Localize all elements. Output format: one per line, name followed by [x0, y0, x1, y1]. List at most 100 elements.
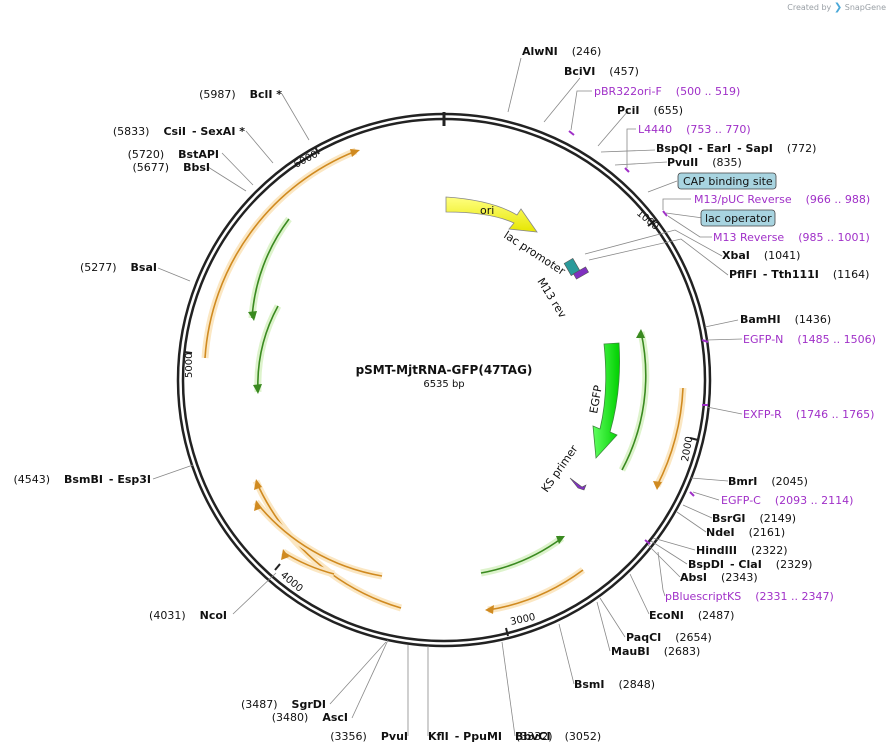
lac-operator-label: lac operator: [705, 212, 772, 225]
enzyme-site-bspqi[interactable]: BspQI- EarI- SapI(772): [656, 142, 816, 155]
svg-text:(4031)NcoI: (4031)NcoI: [149, 609, 227, 622]
svg-text:(5720)BstAPI: (5720)BstAPI: [128, 148, 219, 161]
feature-egfp[interactable]: EGFP: [587, 342, 620, 459]
svg-text:L4440(753 .. 770): L4440(753 .. 770): [638, 123, 751, 136]
ruler-tick-2000: 2000: [680, 436, 699, 463]
primer-marks: [568, 130, 709, 545]
primer-l4440[interactable]: L4440(753 .. 770): [638, 123, 751, 136]
enzyme-site-bcivi[interactable]: BciVI(457): [564, 65, 639, 78]
enzyme-site-absi[interactable]: AbsI(2343): [680, 571, 758, 584]
egfp-label: EGFP: [587, 384, 605, 415]
svg-text:NdeI(2161): NdeI(2161): [706, 526, 785, 539]
primer-pbr322ori-f[interactable]: pBR322ori-F(500 .. 519): [594, 85, 740, 98]
orf-arrow-icon: [248, 311, 257, 321]
svg-text:PvuII(835): PvuII(835): [667, 156, 742, 169]
enzyme-site-bmri[interactable]: BmrI(2045): [728, 475, 808, 488]
orf-arcs: [201, 147, 687, 614]
enzyme-site-bsmi[interactable]: BsmI(2848): [574, 678, 655, 691]
ruler-tick-3000: 3000: [505, 612, 537, 637]
feature-ks-primer[interactable]: KS primer: [539, 442, 587, 495]
enzyme-labels: AlwNI(246) BciVI(457) PciI(655) BspQI- E…: [13, 45, 869, 743]
enzyme-site-kfli[interactable]: KflI- PpuMI(3332): [428, 730, 553, 743]
svg-text:M13 Reverse(985 .. 1001): M13 Reverse(985 .. 1001): [713, 231, 870, 244]
orf-arrow-icon: [485, 605, 494, 614]
primer-m13-reverse[interactable]: M13 Reverse(985 .. 1001): [713, 231, 870, 244]
enzyme-site-pcii[interactable]: PciI(655): [617, 104, 683, 117]
lac-promoter-label: lac promoter: [501, 229, 568, 278]
plasmid-size: 6535 bp: [423, 379, 464, 390]
ruler-tick-6000: 6000: [292, 146, 320, 171]
orf-arrow-icon: [281, 549, 289, 560]
enzyme-site-bspdi[interactable]: BspDI- ClaI(2329): [688, 558, 812, 571]
feature-ori[interactable]: ori: [445, 196, 538, 233]
enzyme-site-ncoi[interactable]: (4031)NcoI: [149, 609, 227, 622]
enzyme-site-bamhi[interactable]: BamHI(1436): [740, 313, 831, 326]
orf-arrow-icon: [636, 329, 645, 338]
orf-arrow-icon: [254, 500, 262, 511]
svg-text:2000: 2000: [680, 436, 695, 463]
enzyme-site-pflfi[interactable]: PflFI- Tth111I(1164): [729, 268, 869, 281]
svg-text:BspQI- EarI- SapI(772): BspQI- EarI- SapI(772): [656, 142, 816, 155]
svg-text:BspDI- ClaI(2329): BspDI- ClaI(2329): [688, 558, 812, 571]
svg-text:(5833)CsiI- SexAI *: (5833)CsiI- SexAI *: [113, 125, 245, 138]
svg-text:PaqCI(2654): PaqCI(2654): [626, 631, 712, 644]
enzyme-site-sgrdi[interactable]: (3487)SgrDI: [241, 698, 326, 711]
ruler-tick-5000: 5000: [183, 351, 195, 378]
enzyme-site-bstapi[interactable]: (5720)BstAPI: [128, 148, 219, 161]
enzyme-site-bbsi[interactable]: (5677)BbsI: [133, 161, 210, 174]
enzyme-site-ndei[interactable]: NdeI(2161): [706, 526, 785, 539]
primer-egfp-c[interactable]: EGFP-C(2093 .. 2114): [721, 494, 853, 507]
svg-text:(5677)BbsI: (5677)BbsI: [133, 161, 210, 174]
m13-rev-label: M13 rev: [534, 276, 569, 321]
app-name: SnapGene: [844, 3, 886, 12]
enzyme-site-econi[interactable]: EcoNI(2487): [649, 609, 734, 622]
cap-binding-site-label: CAP binding site: [683, 175, 773, 188]
svg-text:BsmI(2848): BsmI(2848): [574, 678, 655, 691]
connector-lines: [152, 57, 743, 737]
enzyme-site-bcli[interactable]: (5987)BclI *: [199, 88, 282, 101]
feature-cap-binding-site[interactable]: CAP binding site: [677, 172, 777, 190]
orf-arrow-icon: [556, 536, 565, 544]
snapgene-branding: Created by ❯ SnapGene: [787, 2, 886, 13]
svg-text:XbaI(1041): XbaI(1041): [722, 249, 800, 262]
enzyme-site-maubi[interactable]: MauBI(2683): [611, 645, 700, 658]
orf-arrow-icon: [350, 149, 360, 157]
created-by-text: Created by: [787, 3, 832, 12]
feature-lac-operator[interactable]: lac operator: [700, 209, 776, 227]
svg-text:AlwNI(246): AlwNI(246): [522, 45, 601, 58]
svg-text:KflI- PpuMI(3332): KflI- PpuMI(3332): [428, 730, 553, 743]
primer-pbluescriptks[interactable]: pBluescriptKS(2331 .. 2347): [665, 590, 834, 603]
enzyme-site-hindiii[interactable]: HindIII(2322): [696, 544, 788, 557]
enzyme-site-bsai[interactable]: (5277)BsaI: [80, 261, 157, 274]
svg-text:EXFP-R(1746 .. 1765): EXFP-R(1746 .. 1765): [743, 408, 874, 421]
svg-text:MauBI(2683): MauBI(2683): [611, 645, 700, 658]
svg-text:1000: 1000: [634, 208, 661, 233]
enzyme-site-paqci[interactable]: PaqCI(2654): [626, 631, 712, 644]
enzyme-site-bsmbi[interactable]: (4543)BsmBI- Esp3I: [13, 473, 151, 486]
svg-text:(5277)BsaI: (5277)BsaI: [80, 261, 157, 274]
primer-egfp-n[interactable]: EGFP-N(1485 .. 1506): [743, 333, 876, 346]
enzyme-site-alwni[interactable]: AlwNI(246): [522, 45, 601, 58]
orf-arrow-icon: [653, 481, 662, 490]
feature-lac-promoter[interactable]: lac promoter: [501, 229, 581, 278]
svg-text:HindIII(2322): HindIII(2322): [696, 544, 788, 557]
primer-exfp-r[interactable]: EXFP-R(1746 .. 1765): [743, 408, 874, 421]
enzyme-site-asci[interactable]: (3480)AscI: [272, 711, 348, 724]
svg-text:(3487)SgrDI: (3487)SgrDI: [241, 698, 326, 711]
svg-text:pBR322ori-F(500 .. 519): pBR322ori-F(500 .. 519): [594, 85, 740, 98]
primer-m13-puc-reverse[interactable]: M13/pUC Reverse(966 .. 988): [694, 193, 870, 206]
svg-text:M13/pUC Reverse(966 .. 988): M13/pUC Reverse(966 .. 988): [694, 193, 870, 206]
svg-text:BbvCI(3052): BbvCI(3052): [515, 730, 601, 743]
svg-text:PflFI- Tth111I(1164): PflFI- Tth111I(1164): [729, 268, 869, 281]
svg-text:(3356)PvuI: (3356)PvuI: [330, 730, 408, 743]
enzyme-site-pvuii[interactable]: PvuII(835): [667, 156, 742, 169]
enzyme-site-csii[interactable]: (5833)CsiI- SexAI *: [113, 125, 245, 138]
svg-text:AbsI(2343): AbsI(2343): [680, 571, 758, 584]
enzyme-site-bbvci[interactable]: BbvCI(3052): [515, 730, 601, 743]
svg-text:(3480)AscI: (3480)AscI: [272, 711, 348, 724]
enzyme-site-xbai[interactable]: XbaI(1041): [722, 249, 800, 262]
svg-text:EGFP-C(2093 .. 2114): EGFP-C(2093 .. 2114): [721, 494, 853, 507]
enzyme-site-pvui[interactable]: (3356)PvuI: [330, 730, 408, 743]
orf-arrow-icon: [254, 479, 262, 490]
enzyme-site-bsrgi[interactable]: BsrGI(2149): [712, 512, 796, 525]
